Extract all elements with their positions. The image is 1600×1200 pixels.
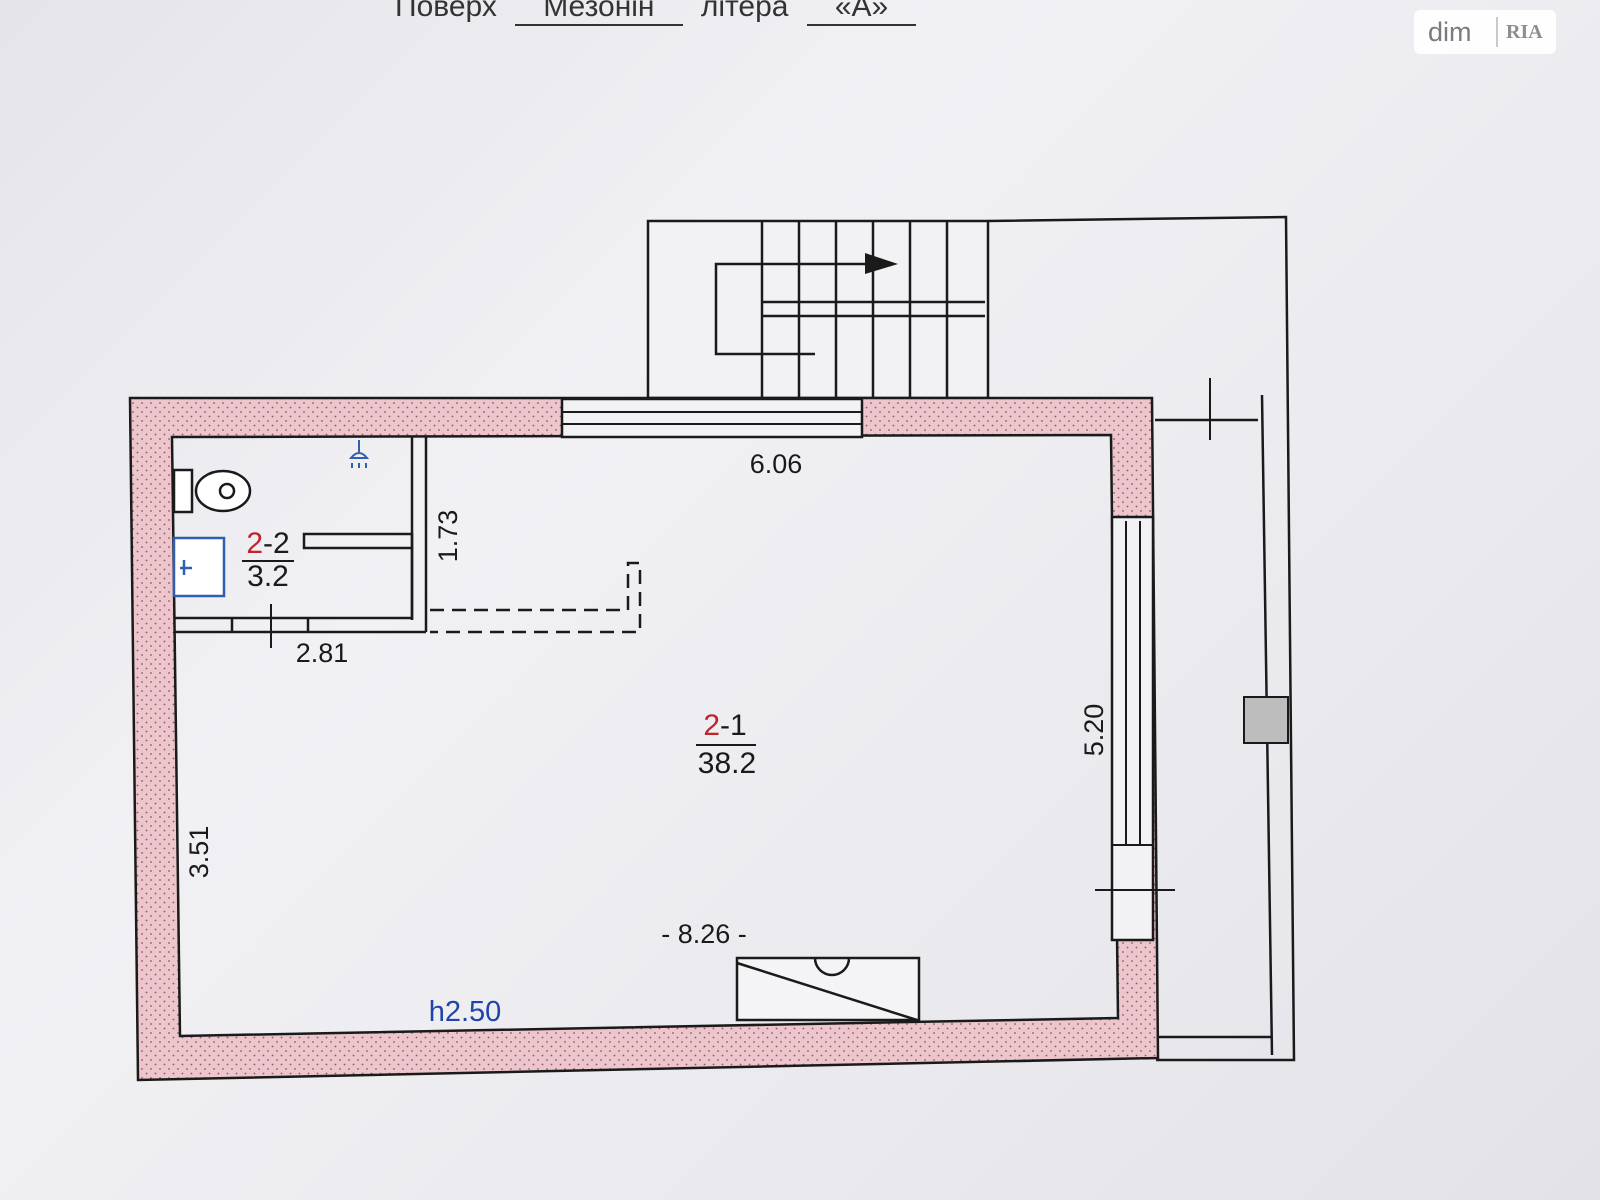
room-2-2-label: 2-2 3.2 [242,527,294,593]
room-2-2-suffix: -2 [263,527,290,560]
room-2-1-suffix: -1 [720,709,747,742]
dimension-left-height: 3.51 [184,826,214,879]
ceiling-height-label: h2.50 [429,996,502,1028]
watermark-logo: RIA [1506,20,1543,43]
bathroom-partition [174,437,428,648]
room-2-2-prefix: 2 [246,527,263,560]
room-2-1-label: 2-1 38.2 [696,709,756,780]
dashed-counter [430,561,642,634]
room-2-2-area: 3.2 [247,560,289,593]
dimension-bathroom-width: 2.81 [296,638,349,668]
room-2-1-prefix: 2 [703,709,720,742]
dimension-bathroom-height: 1.73 [433,510,463,563]
stair-direction-arrow-icon [865,253,898,274]
svg-text:2-1: 2-1 [703,709,746,742]
letter-label: літера [700,0,789,23]
floor-value: Мезонін [515,0,683,26]
dimension-bottom-width: - 8.26 - [661,919,747,949]
room-2-1-area: 38.2 [698,747,756,780]
dimria-watermark: dim RIA [1414,10,1556,54]
chimney [1243,696,1289,744]
watermark-separator [1496,17,1498,47]
attic-hatch [735,956,921,1022]
exterior-walls [128,396,1175,1082]
dimension-top-width: 6.06 [750,449,803,479]
sink-icon [172,536,226,598]
watermark-brand: dim [1428,16,1472,47]
floor-label: Поверх [395,0,497,23]
toilet-icon [172,468,252,514]
dimension-right-height: 5.20 [1079,704,1109,757]
staircase [646,219,990,400]
letter-value: «А» [806,0,917,26]
svg-text:2-2: 2-2 [246,527,289,560]
plan-header: Поверх Мезонін літера «А» [395,0,926,26]
shower-icon [348,440,370,468]
